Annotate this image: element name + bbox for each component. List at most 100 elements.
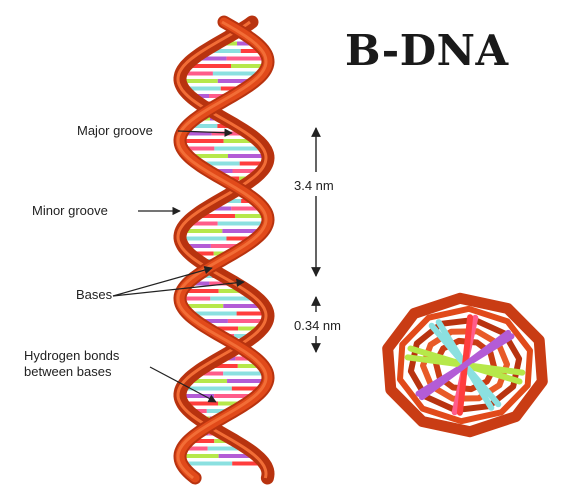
base-left xyxy=(185,146,215,151)
base-right xyxy=(218,289,246,293)
base-right xyxy=(209,94,230,98)
base-left xyxy=(190,311,237,316)
base-left xyxy=(183,236,227,241)
base-left xyxy=(188,64,232,68)
base-left xyxy=(190,124,218,128)
base-right xyxy=(214,394,254,398)
hydrogen-bonds-arrow xyxy=(149,366,217,403)
base-right xyxy=(231,64,265,68)
rise-label: 0.34 nm xyxy=(294,318,341,333)
base-right xyxy=(220,86,242,91)
base-right xyxy=(218,401,244,406)
end-view-ring xyxy=(407,316,523,414)
base-left xyxy=(183,394,215,398)
base-right xyxy=(214,146,262,151)
base-left xyxy=(211,169,233,173)
base-left xyxy=(210,326,239,331)
base-right xyxy=(237,364,261,368)
base-left xyxy=(184,229,223,233)
end-view-ring xyxy=(382,292,548,438)
base-right xyxy=(238,326,260,331)
base-right xyxy=(217,221,265,226)
base-left xyxy=(184,131,212,136)
end-view-base xyxy=(418,329,512,401)
base-right xyxy=(227,379,265,383)
base-right xyxy=(234,334,252,338)
minor-groove-label: Minor groove xyxy=(32,203,108,218)
base-left xyxy=(184,71,213,76)
base-left xyxy=(191,154,228,158)
strand-back-highlight xyxy=(176,20,268,479)
major-groove-label: Major groove xyxy=(77,123,153,138)
base-left xyxy=(196,56,227,61)
base-left xyxy=(191,409,207,413)
base-left xyxy=(189,221,218,226)
base-right xyxy=(240,49,262,53)
major-groove-arrow xyxy=(177,128,233,137)
base-left xyxy=(185,244,211,248)
base-right xyxy=(223,139,256,143)
base-left xyxy=(185,401,219,406)
base-left xyxy=(199,319,228,323)
base-right xyxy=(231,206,261,211)
base-right xyxy=(223,304,262,308)
base-right xyxy=(210,244,243,248)
base-right xyxy=(239,161,264,166)
base-left xyxy=(185,446,208,451)
base-left xyxy=(192,251,214,256)
base-right xyxy=(227,154,265,158)
base-right xyxy=(227,319,265,323)
base-left xyxy=(186,86,221,91)
base-left xyxy=(197,214,235,218)
base-right xyxy=(209,281,234,286)
bases-arrow-2 xyxy=(112,278,245,297)
base-left xyxy=(191,439,215,443)
base-right xyxy=(237,41,255,46)
base-left xyxy=(183,296,211,301)
base-right xyxy=(218,454,255,458)
end-view-ring xyxy=(397,305,533,425)
label-arrows xyxy=(112,128,245,403)
base-right xyxy=(223,371,265,376)
base-right xyxy=(210,296,255,301)
base-left xyxy=(208,206,232,211)
base-right xyxy=(235,356,254,361)
base-left xyxy=(183,79,218,83)
base-left xyxy=(189,379,228,383)
base-left xyxy=(197,371,224,376)
strand-front-highlight xyxy=(176,20,268,480)
pitch-label: 3.4 nm xyxy=(294,178,334,193)
base-right xyxy=(207,446,245,451)
base-right xyxy=(217,79,253,83)
base-left xyxy=(184,461,233,466)
base-right xyxy=(234,214,265,218)
base-right xyxy=(212,71,261,76)
base-right xyxy=(206,409,232,413)
base-right xyxy=(222,229,261,233)
base-right xyxy=(226,236,254,241)
base-left xyxy=(183,139,224,143)
base-right xyxy=(236,311,265,316)
diagram-title: B-DNA xyxy=(345,26,509,75)
helix-end-view xyxy=(382,292,548,438)
base-right xyxy=(232,461,262,466)
base-left xyxy=(208,364,238,368)
base-right xyxy=(231,386,261,391)
base-left xyxy=(184,386,232,391)
bases-arrow-1 xyxy=(112,266,213,297)
base-left xyxy=(183,454,219,458)
base-left xyxy=(200,161,240,166)
base-left xyxy=(184,289,219,293)
base-left xyxy=(192,94,210,98)
base-left xyxy=(184,304,224,308)
hydrogen-bonds-label: Hydrogen bonds between bases xyxy=(24,348,120,379)
base-left xyxy=(207,49,241,53)
base-right xyxy=(232,169,260,173)
base-left xyxy=(190,281,210,286)
base-right xyxy=(226,56,265,61)
bases-label: Bases xyxy=(76,287,113,302)
base-left xyxy=(220,199,242,203)
double-helix-strands xyxy=(173,15,275,485)
